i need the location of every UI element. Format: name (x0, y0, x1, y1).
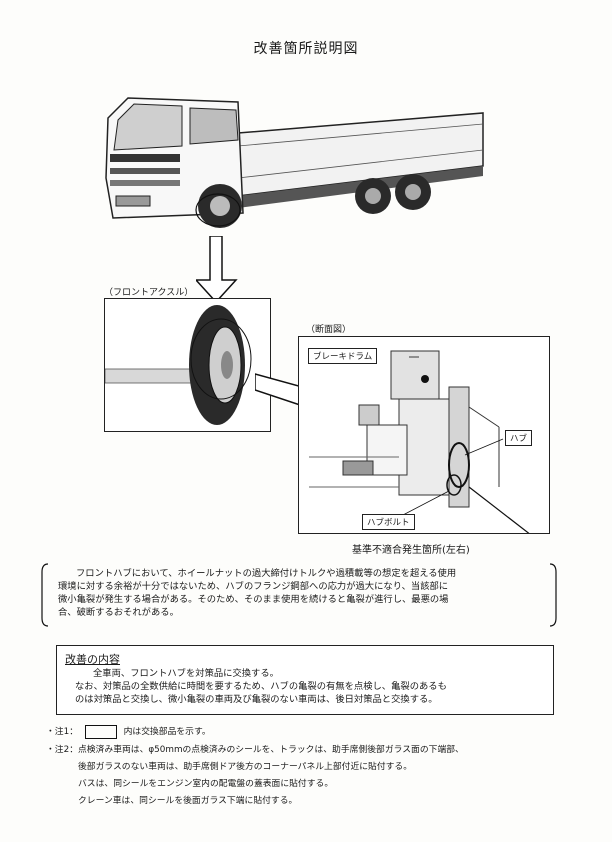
improvement-line: 全車両、フロントハブを対策品に交換する。 (93, 668, 279, 679)
down-arrow-graphic (196, 236, 238, 304)
note-1-text: 内は交換部品を示す。 (123, 727, 211, 737)
description-line: 微小亀裂が発生する場合がある。そのため、そのまま使用を続けると亀裂が進行し、最悪… (58, 594, 449, 605)
description-line: 環境に対する余裕が十分ではないため、ハブのフランジ鋼部への応力が過大になり、当該… (58, 581, 449, 592)
page-title: 改善箇所説明図 (253, 41, 359, 57)
hub-bolt-label: ハブボルト (362, 514, 415, 530)
description-line: フロントハブにおいて、ホイールナットの過大締付けトルクや過積載等の想定を超える使… (76, 568, 457, 579)
truck-illustration (105, 97, 484, 228)
note-2-line: 後部ガラスのない車両は、助手席側ドア後方のコーナーパネル上部付近に貼付する。 (78, 762, 413, 772)
front-axle-label: （フロントアクスル） (104, 288, 194, 298)
replacement-part-marker (84, 724, 117, 739)
note-2-label: ・注2： (46, 745, 78, 755)
note-1-label: ・注1： (46, 727, 78, 737)
description-line: 合、破断するおそれがある。 (58, 607, 179, 618)
description-brackets (41, 563, 557, 627)
hub-label: ハブ (505, 430, 533, 446)
note-2: ・注2：点検済み車両は、φ50mmの点検済みのシールを、トラックは、助手席側後部… (46, 742, 464, 810)
section-view-label: （断面図） (306, 325, 352, 335)
improvement-line: のは対策品と交換し、微小亀裂の車両及び亀裂のない車両は、後日対策品と交換する。 (75, 694, 438, 705)
brake-drum-label: ブレーキドラム (308, 348, 378, 364)
note-2-line: クレーン車は、同シールを後面ガラス下端に貼付する。 (78, 796, 298, 806)
note-2-line: バスは、同シールをエンジン室内の配電盤の蓋表面に貼付する。 (78, 779, 334, 789)
improvement-box: 改善の内容 全車両、フロントハブを対策品に交換する。 なお、対策品の全数供給に時… (56, 645, 554, 715)
front-axle-image (104, 298, 271, 432)
improvement-heading: 改善の内容 (65, 653, 120, 666)
note-2-line: 点検済み車両は、φ50mmの点検済みのシールを、トラックは、助手席側後部ガラス面… (78, 745, 464, 755)
improvement-line: なお、対策品の全数供給に時間を要するため、ハブの亀裂の有無を点検し、亀裂のあるも (75, 681, 447, 692)
defect-location-label: 基準不適合発生箇所(左右) (352, 545, 470, 556)
defect-description: フロントハブにおいて、ホイールナットの過大締付けトルクや過積載等の想定を超える使… (58, 567, 456, 619)
note-1: ・注1： 内は交換部品を示す。 (46, 724, 211, 741)
